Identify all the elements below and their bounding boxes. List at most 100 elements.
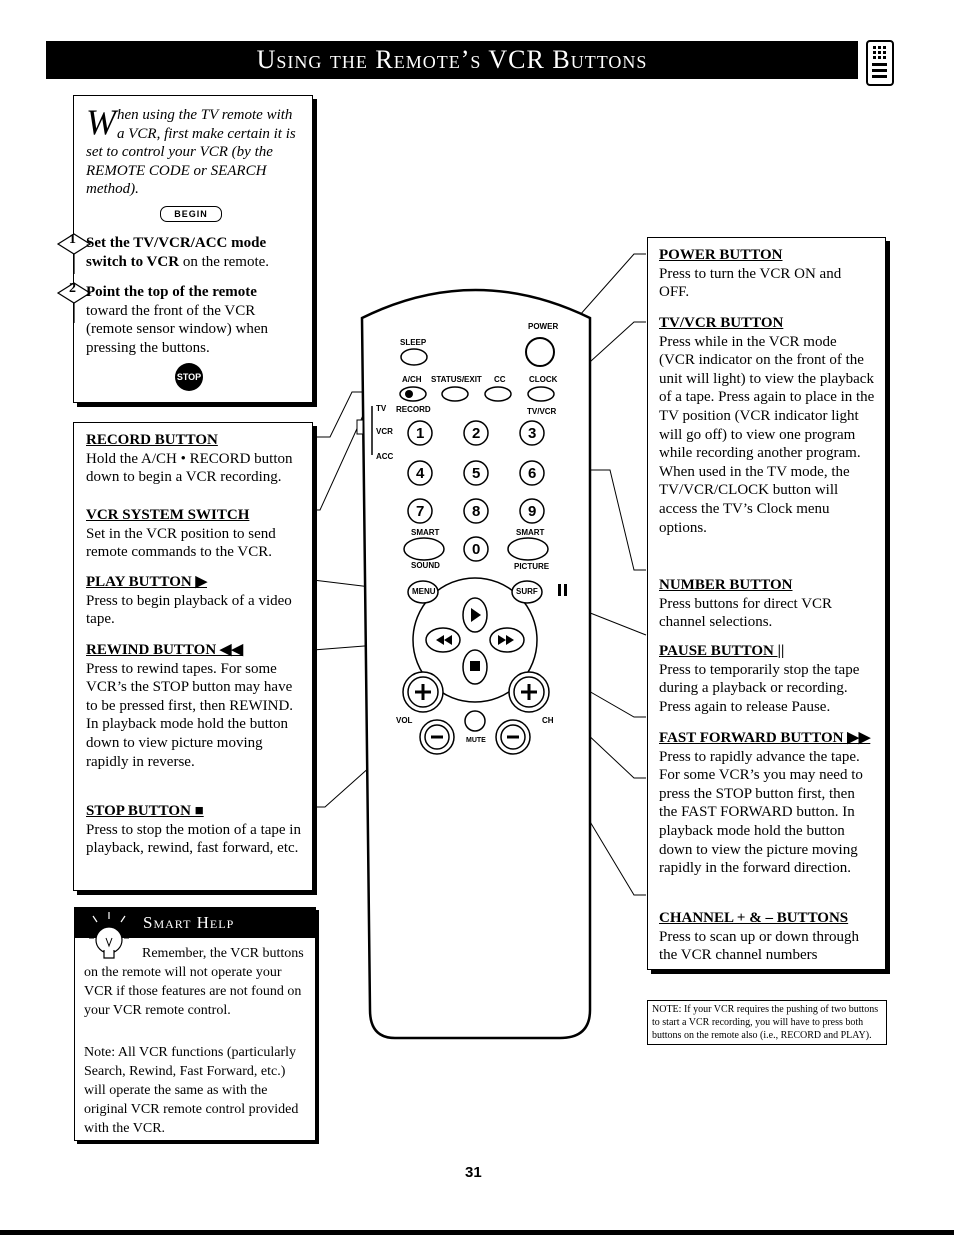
channel-title: CHANNEL + & – BUTTONS [659,910,849,926]
line-vcr-switch [313,399,371,511]
digit-4: 4 [416,465,425,482]
button-7 [407,498,433,524]
pause-text: Press to temporarily stop the tape durin… [659,661,860,715]
rewind-icon-a [436,635,444,645]
right-section-tvvcr: TV/VCR BUTTON Press while in the VCR mod… [659,314,875,537]
intro-text: W hen using the TV remote with a VCR, fi… [86,104,300,199]
menu-icon [866,40,894,86]
menu-button [407,580,439,604]
stop-icon [470,661,480,671]
button-5 [463,460,489,486]
lightbulb-icon [85,910,135,967]
smart-help-header: Smart Help [75,908,315,938]
step-2-number: 2 [69,281,76,296]
right-section-pause: PAUSE BUTTON || Press to temporarily sto… [659,642,875,716]
begin-badge: BEGIN [160,206,222,222]
record-text: Hold the A/CH • RECORD button down to be… [86,450,293,486]
label-mute: MUTE [466,737,486,744]
pause-bar-1 [558,584,561,596]
left-section-play: PLAY BUTTON ▶ Press to begin playback of… [86,573,302,629]
button-6 [519,460,545,486]
button-8 [463,498,489,524]
cc-button [484,386,512,402]
play-text: Press to begin playback of a video tape. [86,592,292,628]
smart-help-para1: Remember, the VCR buttons on the remote … [84,946,304,1018]
number-text: Press buttons for direct VCR channel sel… [659,595,833,631]
button-1 [407,420,433,446]
label-power: POWER [528,322,559,331]
step-1-bold: Set the TV/VCR/ACC mode switch to VCR [86,235,267,270]
digit-6: 6 [528,465,537,482]
button-2 [463,420,489,446]
label-tvvcr: TV/VCR [527,407,557,416]
step-2-text: Point the top of the remote toward the f… [86,283,300,357]
vcr-switch-text: Set in the VCR position to send remote c… [86,525,276,561]
sleep-button [400,348,428,366]
label-record: RECORD [396,405,431,414]
label-ach: A/CH [402,375,422,384]
stop-text: Press to stop the motion of a tape in pl… [86,821,301,857]
label-acc: ACC [376,452,394,461]
smart-sound-button [403,537,445,561]
number-title: NUMBER BUTTON [659,577,793,593]
label-smart-right: SMART [516,528,545,537]
right-info-box [647,237,886,970]
step-1-number: 1 [69,232,76,247]
pause-bar-2 [564,584,567,596]
digit-3: 3 [528,425,537,442]
remote-drawing [312,253,647,1040]
digit-2: 2 [472,425,481,442]
stop-title: STOP BUTTON ■ [86,803,204,819]
rewind-icon-b [444,635,452,645]
page-number: 31 [465,1164,482,1181]
power-button [525,337,555,367]
button-3 [519,420,545,446]
label-menu: MENU [412,587,436,596]
play-icon [471,608,481,622]
digit-7: 7 [416,503,425,520]
record-title: RECORD BUTTON [86,432,218,448]
stop-badge: STOP [175,363,203,391]
button-4 [407,460,433,486]
label-vol: VOL [396,716,413,725]
label-sound: SOUND [411,561,440,570]
label-ch: CH [542,716,554,725]
mute-button [464,710,486,732]
note-box: NOTE: If your VCR requires the pushing o… [647,1000,887,1045]
status-exit-button [441,386,469,402]
button-9 [519,498,545,524]
step-1-marker [56,232,94,281]
left-section-stop: STOP BUTTON ■ Press to stop the motion o… [86,802,302,858]
step-1-text: Set the TV/VCR/ACC mode switch to VCR on… [86,234,300,271]
left-info-box [73,422,313,891]
number-buttons [407,420,545,562]
label-status: STATUS/EXIT [431,375,482,384]
right-section-power: POWER BUTTON Press to turn the VCR ON an… [659,246,875,302]
surf-button [511,580,543,604]
rewind-title: REWIND BUTTON ◀◀ [86,642,243,658]
clock-button [527,386,555,402]
label-vcr: VCR [376,427,393,436]
page-title: Using the Remote’s VCR Buttons [46,41,858,79]
play-title: PLAY BUTTON ▶ [86,574,208,590]
button-0 [463,536,489,562]
left-section-record: RECORD BUTTON Hold the A/CH • RECORD but… [86,431,302,487]
channel-text: Press to scan up or down through the VCR… [659,928,859,964]
label-clock: CLOCK [529,375,558,384]
intro-paragraph: hen using the TV remote with a VCR, firs… [86,107,296,198]
label-surf: SURF [516,587,538,596]
label-smart-left: SMART [411,528,440,537]
footer-rule [0,1230,954,1235]
fast-forward-text: Press to rapidly advance the tape. For s… [659,748,863,877]
right-section-channel: CHANNEL + & – BUTTONS Press to scan up o… [659,909,875,965]
power-title: POWER BUTTON [659,247,783,263]
digit-1: 1 [416,425,425,442]
fast-forward-title: FAST FORWARD BUTTON ▶▶ [659,730,871,746]
digit-5: 5 [472,465,481,482]
step-2-marker [56,281,94,330]
ff-icon-a [498,635,506,645]
label-cc: CC [494,375,506,384]
digit-9: 9 [528,503,537,520]
callout-lines [312,253,647,896]
pause-title: PAUSE BUTTON || [659,643,785,659]
